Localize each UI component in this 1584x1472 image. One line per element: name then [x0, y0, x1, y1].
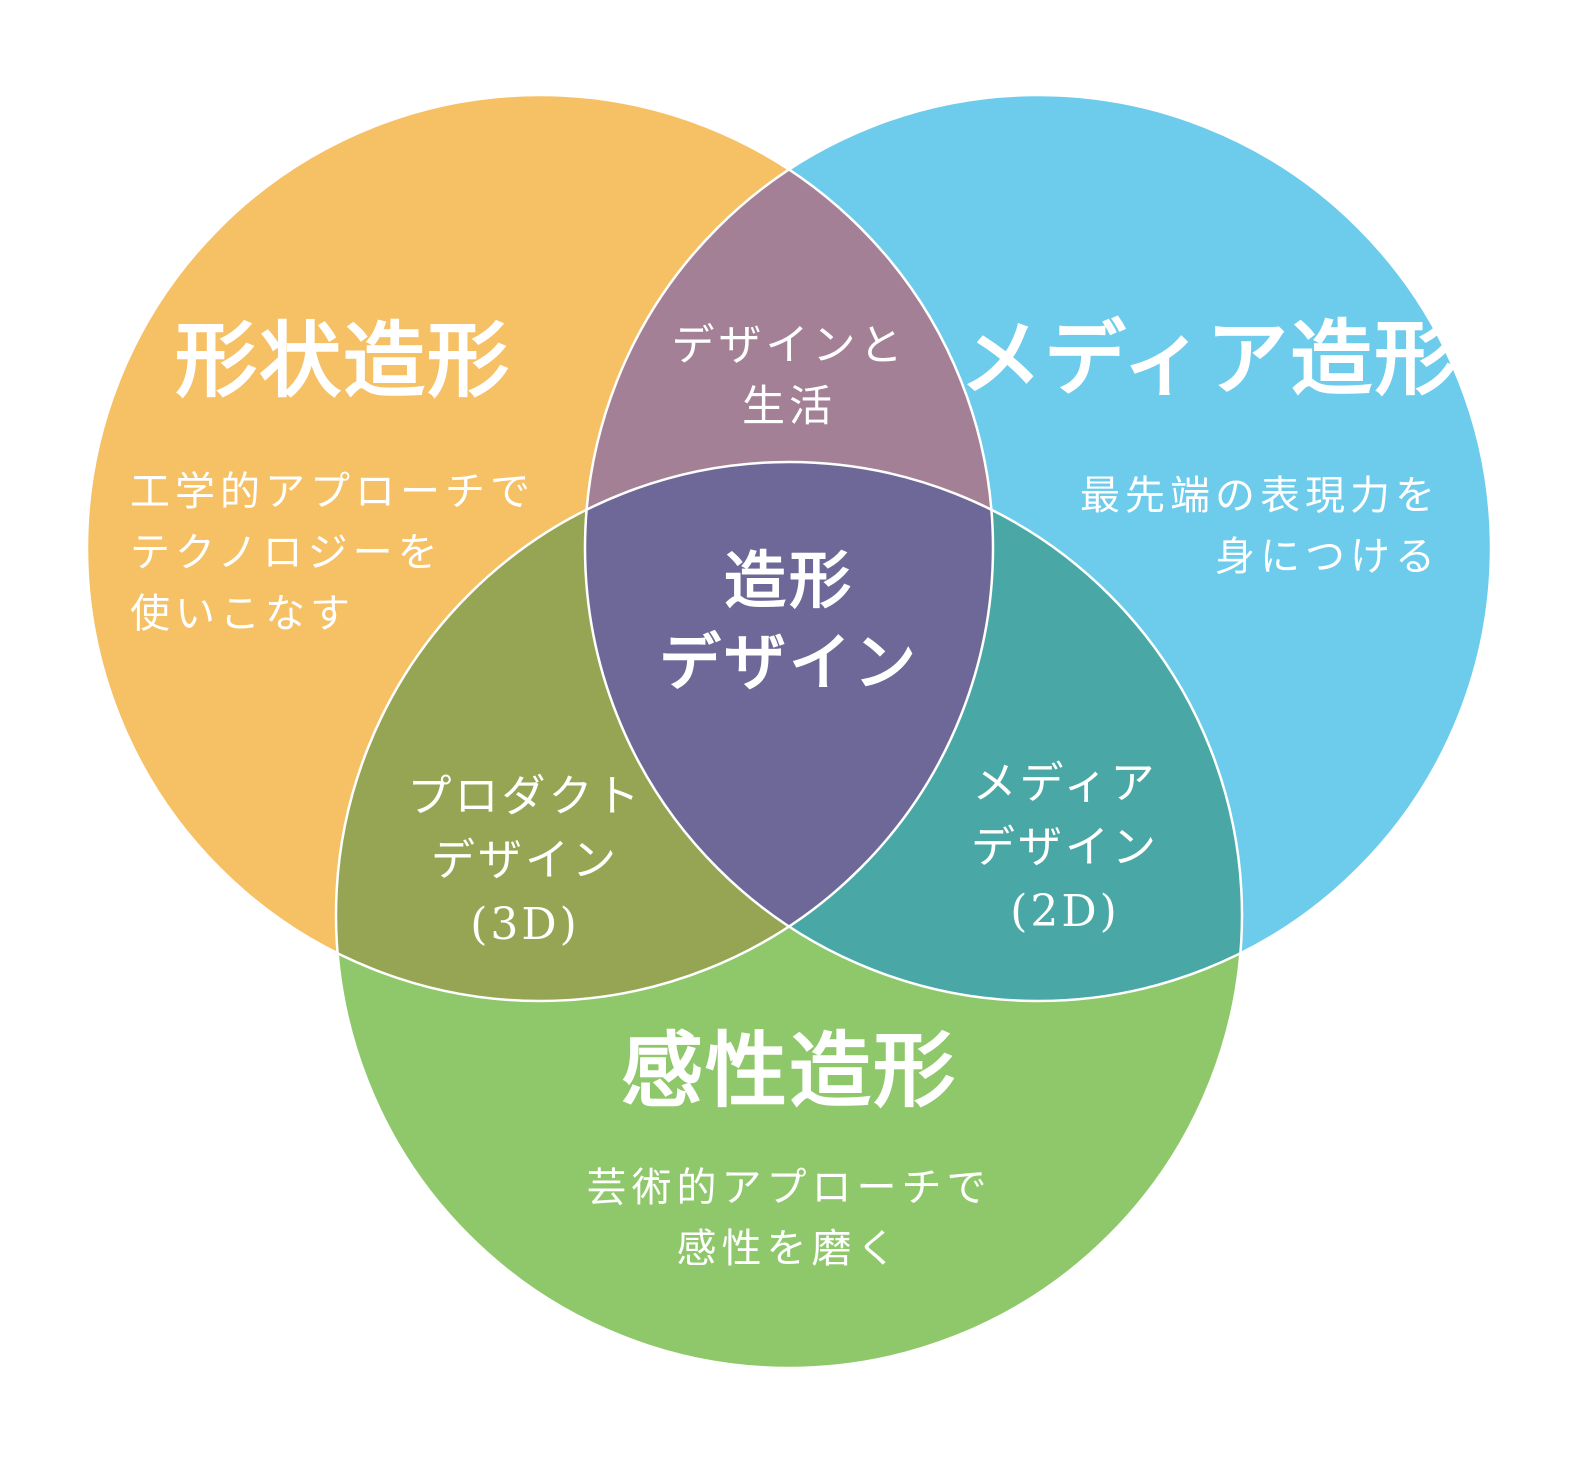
- overlap-shape-kansei-line-2: デザイン: [431, 835, 619, 886]
- overlap-center: [585, 462, 993, 1001]
- shape-desc-line-3: 使いこなす: [130, 591, 355, 637]
- overlap-shape-kansei-line-1: プロダクト: [407, 771, 643, 822]
- media-title: メディア造形: [960, 311, 1459, 407]
- kansei-desc-line-2: 感性を磨く: [676, 1226, 902, 1272]
- overlap-shape-kansei-line-3: (3D): [470, 899, 580, 950]
- overlap-shape-media-line-1: デザインと: [671, 321, 907, 371]
- shape-desc-line-1: 工学的アプローチで: [130, 469, 535, 515]
- shape-desc: 工学的アプローチで テクノロジーを 使いこなす: [130, 462, 570, 645]
- center-line-1: 造形: [723, 544, 854, 617]
- overlap-shape-media-line-2: 生活: [742, 382, 836, 432]
- shape-desc-line-2: テクノロジーを: [130, 530, 443, 576]
- media-desc: 最先端の表現力を 身につける: [980, 466, 1440, 588]
- overlap-media-kansei-line-1: メディア: [972, 758, 1158, 809]
- overlap-media-kansei-line-3: (2D): [1010, 886, 1120, 937]
- media-desc-line-2: 身につける: [1215, 534, 1440, 580]
- media-desc-line-1: 最先端の表現力を: [1080, 473, 1440, 519]
- overlap-media-kansei-line-2: デザイン: [971, 822, 1159, 873]
- overlap-shape-kansei-label: プロダクト デザイン (3D): [375, 765, 675, 957]
- kansei-desc-line-1: 芸術的アプローチで: [586, 1165, 992, 1211]
- overlap-shape-media-label: デザインと 生活: [639, 316, 939, 438]
- center-line-2: デザイン: [658, 626, 919, 699]
- center-label: 造形 デザイン: [629, 540, 949, 704]
- shape-title: 形状造形: [175, 313, 512, 409]
- kansei-desc: 芸術的アプローチで 感性を磨く: [529, 1158, 1049, 1280]
- overlap-media-kansei-label: メディア デザイン (2D): [915, 752, 1215, 944]
- kansei-title: 感性造形: [620, 1023, 957, 1119]
- circle-outlines: [85, 93, 1493, 1370]
